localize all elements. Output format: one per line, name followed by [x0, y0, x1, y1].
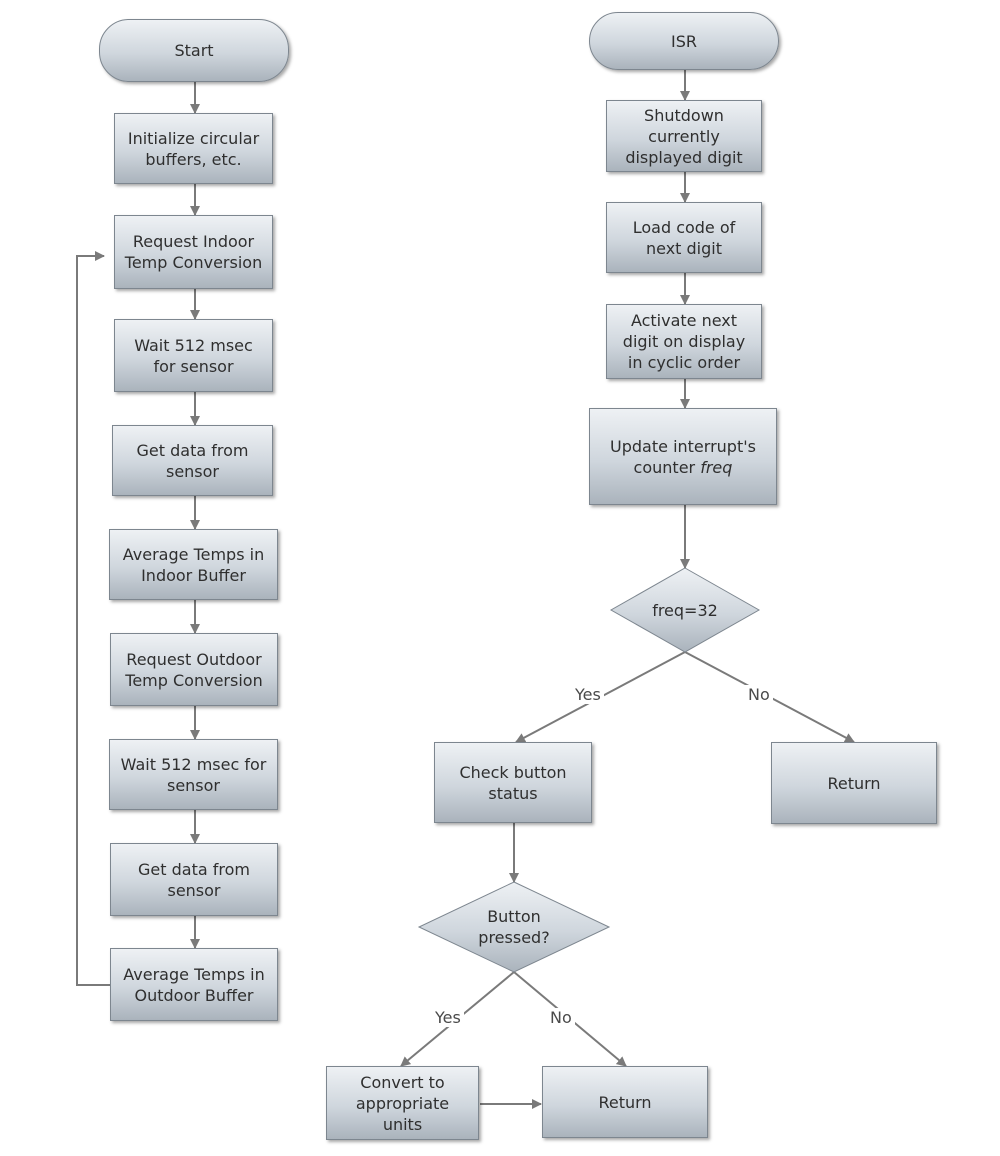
update-line-2: counter freq: [610, 457, 756, 478]
update-line-2-prefix: counter: [633, 457, 701, 477]
decision-button-pressed-diamond: [417, 881, 611, 973]
step-text-line: displayed digit: [625, 147, 743, 167]
step-text-line: sensor: [167, 880, 221, 900]
step-text-line: status: [488, 783, 538, 803]
step-text-line: Request Outdoor: [126, 649, 262, 669]
step-text-line: appropriate: [355, 1093, 450, 1113]
step-update-counter: Update interrupt's counter freq: [589, 408, 777, 505]
update-line-1: Update interrupt's: [610, 436, 756, 456]
step-text-line: next digit: [645, 238, 722, 258]
step-text-line: currently: [648, 126, 720, 146]
step-text-line: for sensor: [153, 356, 234, 376]
arrow-loop-back: [76, 251, 110, 986]
step-text-line: Shutdown: [644, 105, 724, 125]
step-text-line: Wait 512 msec: [134, 335, 253, 355]
update-line-2-italic: freq: [700, 457, 733, 477]
step-text-line: Get data from: [136, 440, 249, 460]
step-activate-next-digit: Activate next digit on display in cyclic o…: [606, 304, 762, 379]
step-text-line: Outdoor Buffer: [134, 985, 254, 1005]
freq-no-label: No: [745, 685, 773, 704]
start-label: Start: [174, 41, 214, 60]
step-text-line: Request Indoor: [132, 232, 255, 251]
step-text-line: sensor: [166, 775, 221, 795]
return-right-label: Return: [827, 773, 881, 793]
step-text-line: Wait 512 msec for: [120, 754, 267, 774]
isr-terminator: ISR: [589, 12, 779, 70]
pressed-yes-label: Yes: [432, 1008, 464, 1027]
step-text-line: sensor: [165, 461, 220, 481]
step-text-line: Indoor Buffer: [141, 565, 246, 585]
step-text-line: Activate next: [630, 311, 738, 330]
step-text-line: Check button: [459, 762, 567, 782]
step-text-line: Temp Conversion: [124, 253, 263, 272]
step-text-line: buffers, etc.: [145, 149, 242, 169]
step-text-line: in cyclic order: [627, 353, 741, 372]
step-text-line: Load code of: [632, 217, 736, 237]
isr-label: ISR: [671, 31, 697, 51]
freq-yes-label: Yes: [572, 685, 604, 704]
step-text-line: Get data from: [138, 859, 250, 879]
step-text-line: units: [382, 1114, 423, 1134]
decision-freq-diamond: [609, 567, 761, 653]
pressed-no-label: No: [547, 1008, 575, 1027]
step-text-line: Initialize circular: [127, 128, 260, 148]
return-right-box: Return: [771, 742, 937, 824]
step-text-line: Convert to: [360, 1072, 445, 1092]
return-bottom-label: Return: [598, 1092, 652, 1112]
start-terminator: Start: [99, 19, 289, 82]
return-bottom-box: Return: [542, 1066, 708, 1138]
step-text-line: Average Temps in: [123, 964, 265, 984]
decision-button-pressed-text: Button pressed?: [419, 882, 609, 972]
decision-text-line: pressed?: [478, 928, 550, 947]
step-text-line: Average Temps in: [122, 544, 265, 564]
decision-text-line: Button: [487, 907, 541, 926]
step-text-line: digit on display: [622, 332, 746, 351]
step-text-line: Temp Conversion: [125, 670, 263, 690]
decision-freq-text: freq=32: [652, 600, 718, 620]
